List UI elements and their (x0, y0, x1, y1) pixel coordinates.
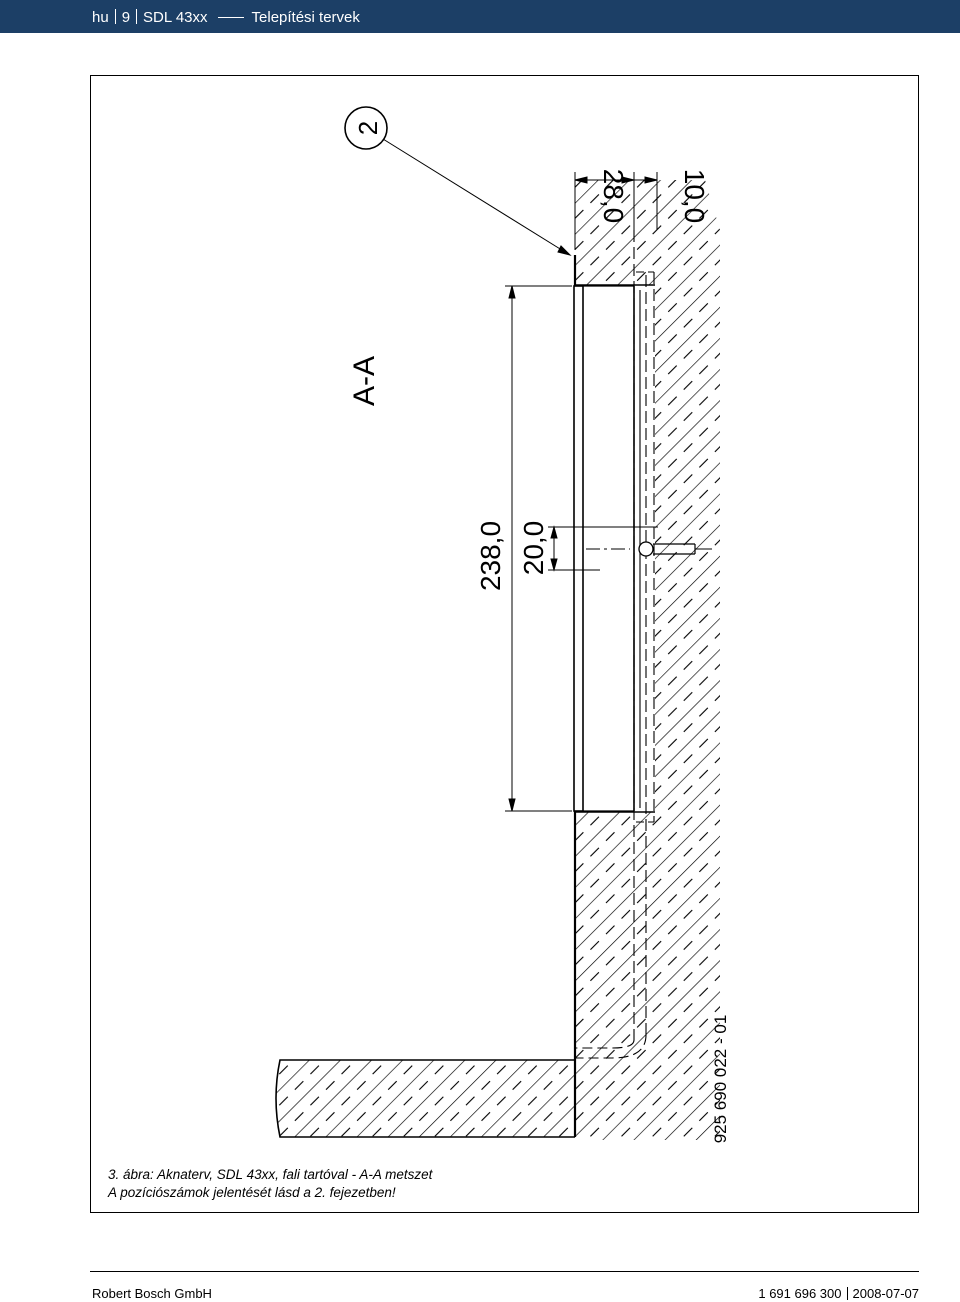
header-text: hu 9 SDL 43xx Telepítési tervek (92, 9, 360, 26)
caption-line-1: 3. ábra: Aknaterv, SDL 43xx, fali tartóv… (108, 1167, 433, 1182)
header-dash (217, 16, 244, 18)
header-lang: hu (92, 9, 109, 26)
caption-line-2: A pozíciószámok jelentését lásd a 2. fej… (108, 1185, 396, 1200)
header-separator (136, 9, 138, 24)
wall-hatching (575, 180, 720, 1140)
drawing-frame (90, 75, 919, 1213)
header-section: Telepítési tervek (251, 9, 360, 26)
cabinet-section (573, 230, 712, 1059)
drawing-number: 925 690 022 - 01 (711, 1015, 730, 1144)
footer-doc-number: 1 691 696 300 (758, 1286, 842, 1301)
drawing-labels: 2 A-A 238,0 20,0 28,0 10,0 925 690 022 -… (348, 121, 730, 1144)
footer-date: 2008-07-07 (852, 1286, 920, 1301)
dim-28: 28,0 (598, 169, 629, 224)
footer-company: Robert Bosch GmbH (92, 1286, 212, 1301)
dim-238: 238,0 (475, 521, 506, 591)
header-product: SDL 43xx (143, 9, 208, 26)
floor-slab (275, 1059, 575, 1138)
figure-caption: 3. ábra: Aknaterv, SDL 43xx, fali tartóv… (108, 1166, 432, 1202)
footer-docinfo: 1 691 696 300 2008-07-07 (758, 1286, 919, 1301)
header-bar: hu 9 SDL 43xx Telepítési tervek (0, 0, 960, 33)
header-separator (114, 9, 116, 24)
footer-separator (846, 1287, 848, 1300)
header-page: 9 (121, 9, 131, 26)
position-number: 2 (353, 121, 383, 135)
dim-20: 20,0 (518, 521, 549, 576)
dimension-lines (344, 106, 658, 812)
section-label: A-A (348, 356, 381, 406)
dim-10: 10,0 (679, 169, 710, 224)
footer-divider (90, 1271, 919, 1272)
